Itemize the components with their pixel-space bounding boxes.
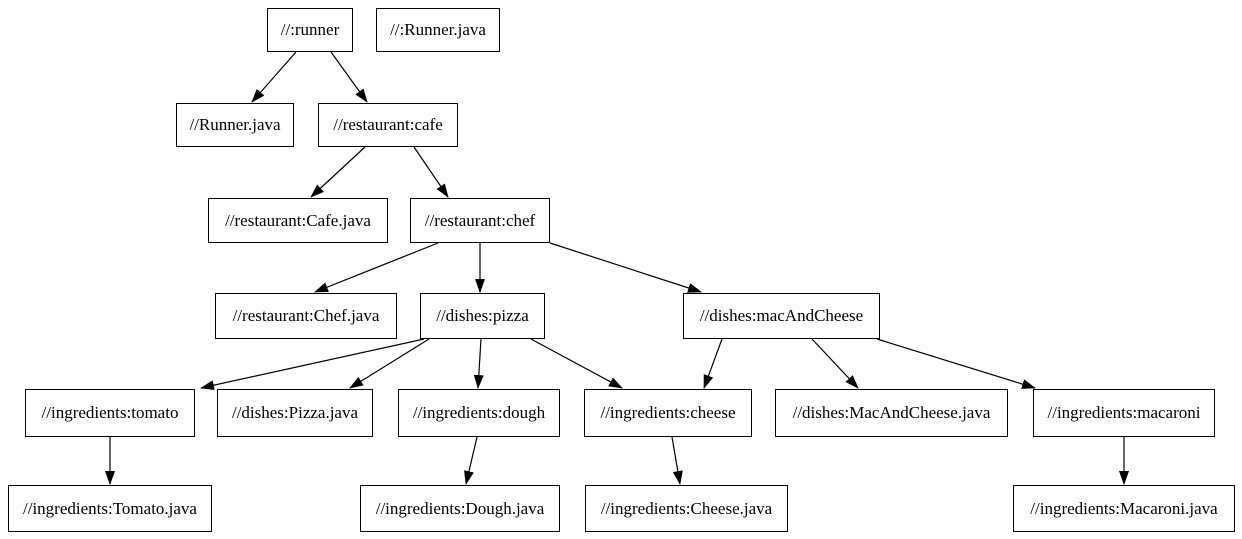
- graph-node-tomato-java: //ingredients:Tomato.java: [8, 485, 212, 532]
- graph-node-mac-and-cheese: //dishes:macAndCheese: [683, 293, 880, 339]
- edge-runner-to-runner-java: [251, 51, 297, 103]
- edge-runner-to-cafe: [330, 51, 368, 103]
- graph-node-runner-java-top: //:Runner.java: [376, 8, 500, 52]
- graph-node-tomato: //ingredients:tomato: [25, 389, 195, 437]
- graph-node-dough: //ingredients:dough: [398, 389, 560, 437]
- edge-mac-and-cheese-to-mac-and-cheese-java: [811, 338, 859, 389]
- edge-pizza-to-dough: [473, 338, 484, 389]
- graph-node-chef: //restaurant:chef: [410, 198, 550, 243]
- edge-pizza-to-tomato: [200, 338, 425, 391]
- graph-node-pizza: //dishes:pizza: [420, 293, 545, 339]
- edge-cafe-to-chef: [413, 146, 449, 198]
- edge-pizza-to-cheese: [530, 338, 623, 389]
- graph-node-cafe-java: //restaurant:Cafe.java: [208, 198, 388, 243]
- graph-node-dough-java: //ingredients:Dough.java: [360, 485, 560, 532]
- graph-node-cheese-java: //ingredients:Cheese.java: [585, 485, 788, 532]
- graph-node-mac-and-cheese-java: //dishes:MacAndCheese.java: [775, 389, 1008, 437]
- graph-node-chef-java: //restaurant:Chef.java: [215, 293, 397, 339]
- edge-cafe-to-cafe-java: [310, 146, 366, 198]
- graph-node-macaroni-java: //ingredients:Macaroni.java: [1013, 485, 1235, 532]
- graph-node-pizza-java: //dishes:Pizza.java: [217, 389, 373, 437]
- graph-node-runner-java: //Runner.java: [176, 103, 294, 147]
- graph-node-macaroni: //ingredients:macaroni: [1033, 389, 1215, 437]
- edge-mac-and-cheese-to-macaroni: [876, 338, 1036, 389]
- edge-mac-and-cheese-to-cheese: [703, 338, 723, 389]
- edge-chef-to-chef-java: [314, 242, 439, 293]
- edge-pizza-to-pizza-java: [349, 338, 430, 389]
- edge-cheese-to-cheese-java: [671, 436, 683, 485]
- graph-node-runner: //:runner: [267, 8, 353, 52]
- graph-node-cheese: //ingredients:cheese: [584, 389, 752, 437]
- graph-edges: [105, 51, 1129, 485]
- edge-chef-to-mac-and-cheese: [549, 242, 702, 293]
- graph-node-cafe: //restaurant:cafe: [318, 103, 458, 147]
- edge-dough-to-dough-java: [464, 436, 478, 485]
